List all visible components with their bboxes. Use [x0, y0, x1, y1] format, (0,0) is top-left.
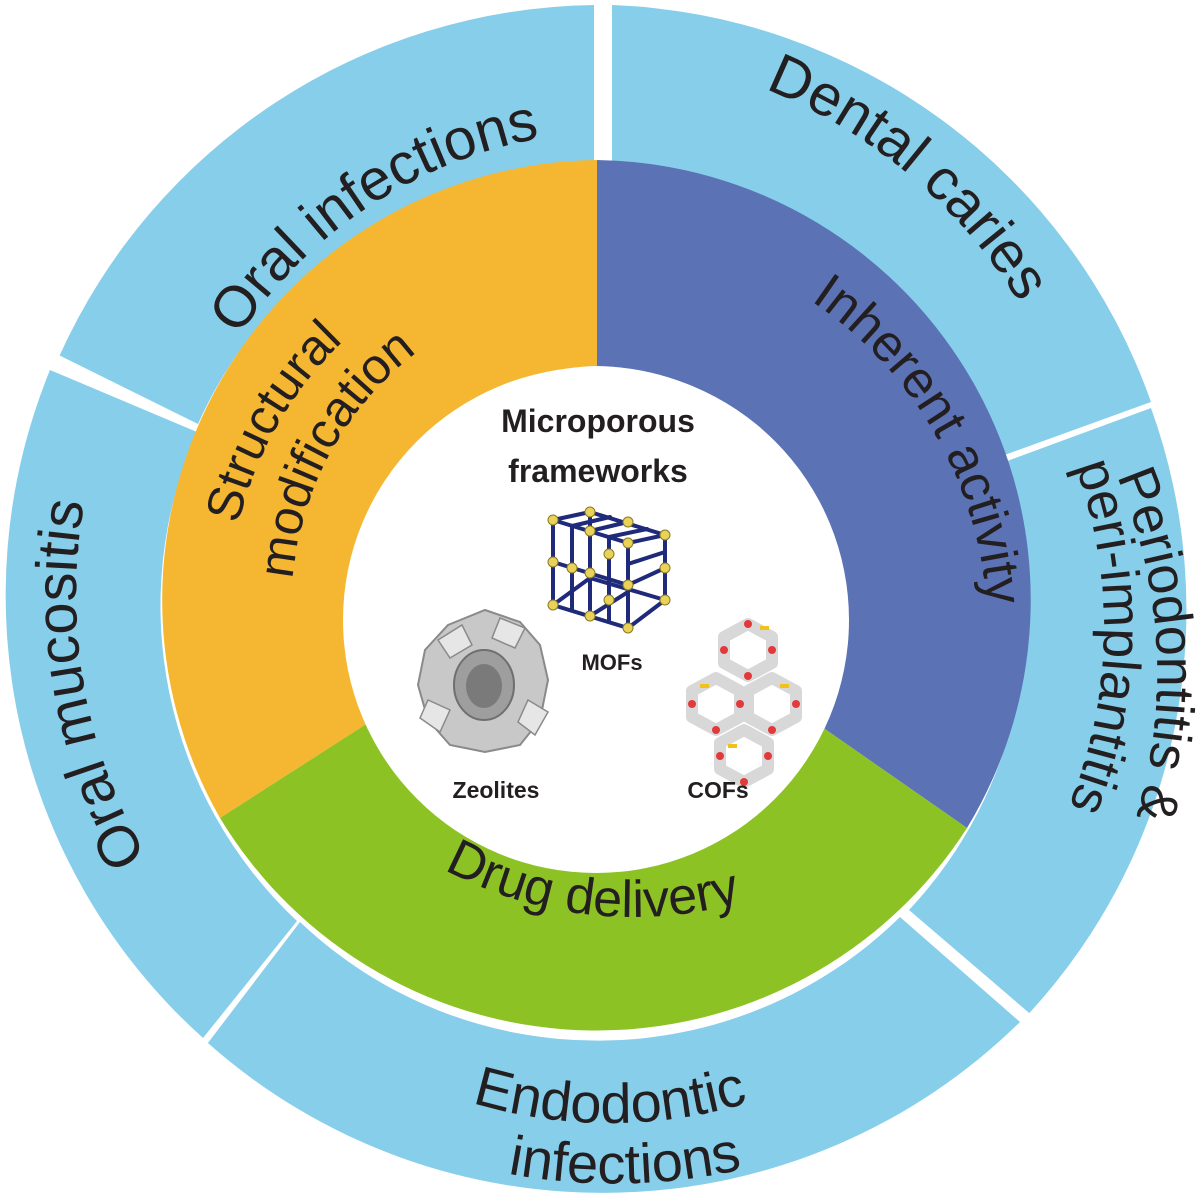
outer-segment-oral-mucositis	[5, 370, 297, 1038]
outer-segment-dental-caries	[612, 5, 1151, 457]
cof-links-icon	[688, 620, 800, 786]
label-cofs: COFs	[687, 777, 748, 803]
label-mofs: MOFs	[581, 650, 642, 675]
label-zeolites: Zeolites	[453, 777, 540, 803]
center-title-line2: frameworks	[508, 453, 688, 489]
outer-segment-periodontitis	[909, 408, 1187, 1014]
center-title-line1: Microporous	[501, 403, 695, 439]
outer-segment-endodontic-infections	[207, 917, 1020, 1193]
outer-segment-oral-infections	[59, 5, 595, 424]
mof-lattice-icon	[547, 506, 671, 634]
zeolite-structure-icon	[416, 608, 550, 754]
outer-ring	[5, 5, 1187, 1193]
inner-segment-drug-delivery	[220, 721, 967, 1031]
